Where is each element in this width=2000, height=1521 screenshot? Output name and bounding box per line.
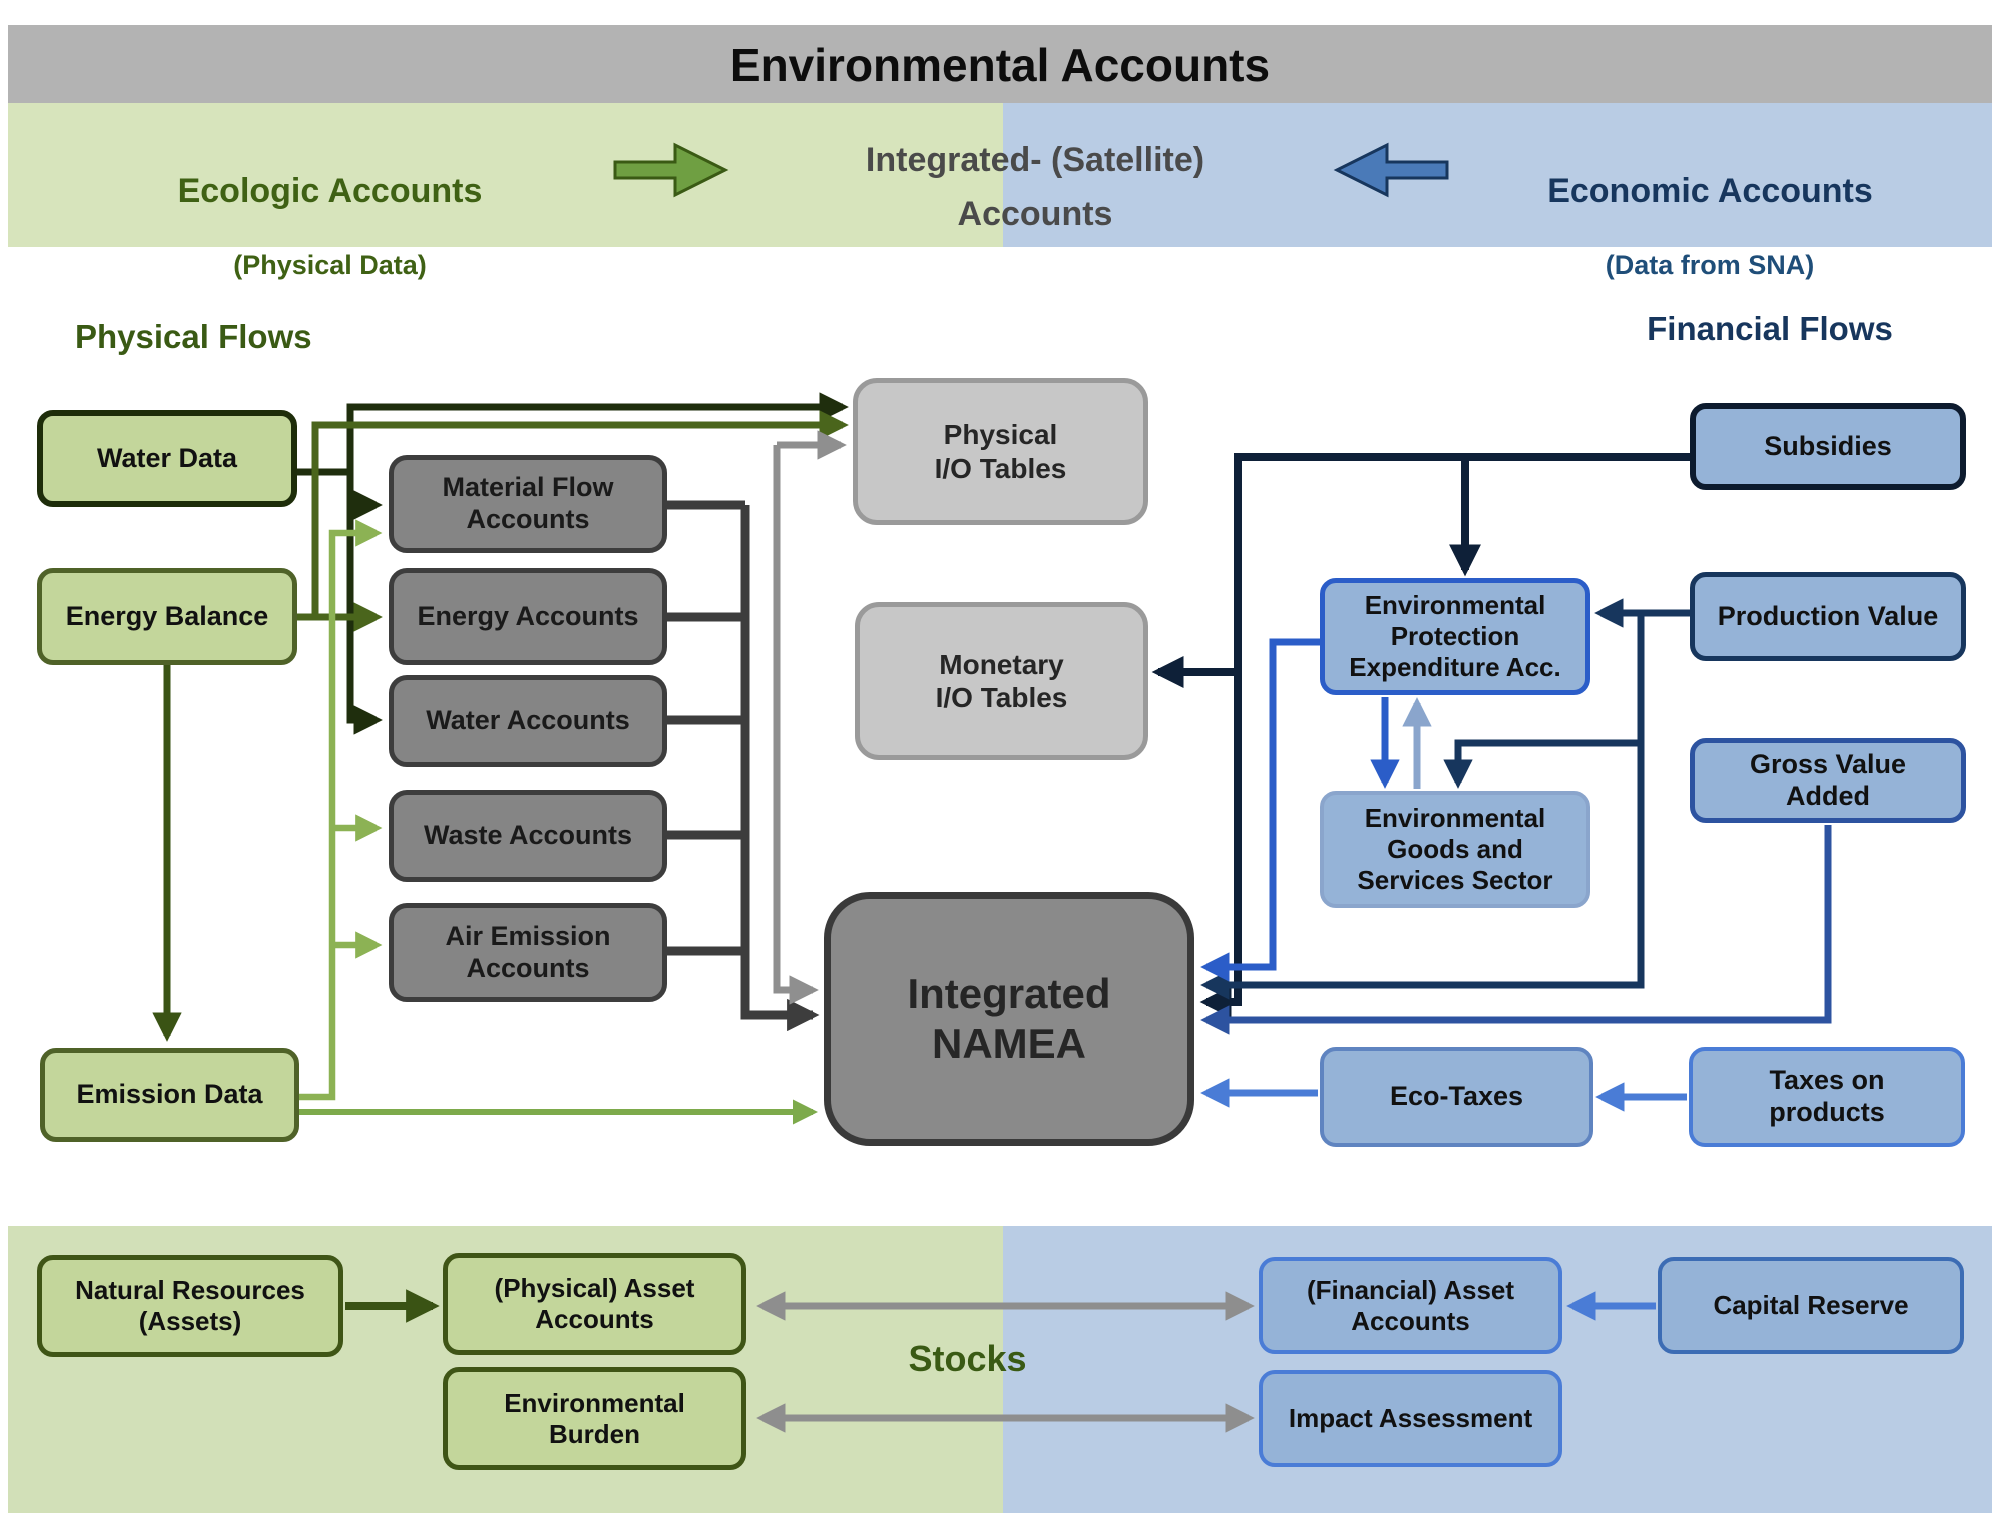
water-accounts-label: Water Accounts [426,705,630,736]
ecologic-band [8,103,1003,247]
ecologic-accounts-title: Ecologic Accounts [177,172,483,210]
environmental-burden-label: Environmental Burden [504,1387,685,1449]
waste-accounts-label: Waste Accounts [423,820,633,851]
natural-resources-label: Natural Resources (Assets) [75,1275,305,1336]
capital-reserve-box: Capital Reserve [1658,1257,1964,1354]
material-flow-accounts-label: Material Flow Accounts [442,472,614,534]
capital-reserve-label: Capital Reserve [1713,1290,1909,1321]
energy-accounts-label: Energy Accounts [417,600,639,631]
physical-asset-accounts-box: (Physical) Asset Accounts [443,1253,746,1355]
integrated-namea-label: Integrated NAMEA [907,970,1111,1067]
production-value-label: Production Value [1717,600,1939,631]
emission-data-box: Emission Data [40,1048,299,1142]
physical-io-tables-box: Physical I/O Tables [853,378,1148,525]
energy-balance-box: Energy Balance [37,568,297,665]
ecologic-accounts-heading: Ecologic Accounts (Physical Data) [110,133,550,320]
integrated-namea-box: Integrated NAMEA [824,892,1194,1146]
taxes-on-products-box: Taxes on products [1689,1047,1965,1147]
egss-box: Environmental Goods and Services Sector [1320,791,1590,908]
eco-taxes-box: Eco-Taxes [1320,1047,1593,1147]
taxes-on-products-label: Taxes on products [1769,1065,1885,1127]
material-flow-accounts-box: Material Flow Accounts [389,455,667,553]
epea-box: Environmental Protection Expenditure Acc… [1320,578,1590,695]
emission-data-label: Emission Data [76,1079,263,1110]
financial-asset-accounts-label: (Financial) Asset Accounts [1306,1274,1515,1336]
financial-flows-heading: Financial Flows [1647,310,1893,347]
air-emission-accounts-label: Air Emission Accounts [445,920,611,983]
economic-accounts-subtitle: (Data from SNA) [1605,250,1815,280]
energy-accounts-box: Energy Accounts [389,568,667,665]
physical-io-namea-riser-line [773,445,819,1005]
water-data-box: Water Data [37,410,297,507]
physical-io-tables-label: Physical I/O Tables [934,419,1067,484]
waste-accounts-box: Waste Accounts [389,790,667,882]
monetary-io-tables-box: Monetary I/O Tables [855,602,1148,760]
air-emission-accounts-box: Air Emission Accounts [389,903,667,1002]
financial-asset-accounts-box: (Financial) Asset Accounts [1259,1257,1562,1354]
epea-to-namea-line [1200,638,1320,982]
eco-taxes-label: Eco-Taxes [1389,1081,1524,1112]
monetary-io-tables-label: Monetary I/O Tables [935,648,1068,713]
physical-asset-accounts-label: (Physical) Asset Accounts [494,1273,695,1334]
title-banner [8,25,1992,103]
economic-accounts-title: Economic Accounts [1547,172,1873,210]
gross-value-added-box: Gross Value Added [1690,738,1966,823]
natural-resources-box: Natural Resources (Assets) [37,1255,343,1357]
energy-balance-label: Energy Balance [65,600,269,631]
environmental-burden-box: Environmental Burden [443,1367,746,1470]
production-value-to-egss-line [1443,739,1641,789]
subsidies-label: Subsidies [1764,430,1892,461]
economic-accounts-heading: Economic Accounts (Data from SNA) [1490,133,1930,320]
egss-label: Environmental Goods and Services Sector [1357,803,1553,895]
subsidies-to-namea-line [1199,453,1690,1018]
stocks-heading: Stocks [908,1338,1027,1379]
emission-data-riser-to-mfa-line [299,519,383,1101]
economic-band [1003,103,1992,247]
integrated-accounts-heading: Integrated- (Satellite) Accounts [865,141,1205,234]
water-data-to-water-accounts-line [346,472,383,735]
page-title: Environmental Accounts [729,39,1271,91]
subsidies-box: Subsidies [1690,403,1966,490]
water-accounts-box: Water Accounts [389,675,667,767]
impact-assessment-label: Impact Assessment [1288,1403,1533,1434]
water-data-label: Water Data [96,442,238,473]
physical-flows-heading: Physical Flows [75,318,312,355]
impact-assessment-box: Impact Assessment [1259,1370,1562,1467]
ecologic-accounts-subtitle: (Physical Data) [233,250,427,280]
epea-label: Environmental Protection Expenditure Acc… [1349,590,1561,682]
gross-value-added-label: Gross Value Added [1749,748,1907,811]
production-value-box: Production Value [1690,572,1966,661]
accounts-collector-to-namea-line [667,500,813,1015]
